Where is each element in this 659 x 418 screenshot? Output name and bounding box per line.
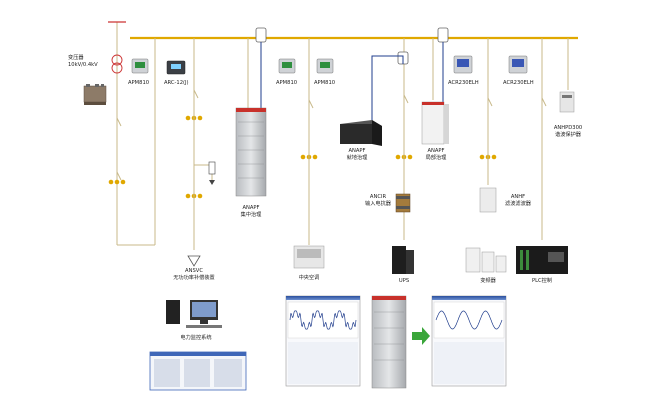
improvement-arrow: [412, 327, 430, 345]
ansvc-symbol: [187, 255, 201, 267]
ac-label: 中央空调: [298, 275, 320, 281]
incoming-breakers: [116, 117, 122, 181]
before-screen: [285, 295, 361, 387]
ct-markers: [108, 115, 497, 199]
apm810-c-label: APM810: [314, 80, 336, 86]
apm810-b-label: APM810: [276, 80, 298, 86]
transformer-symbol: [111, 54, 123, 74]
feeder-lines: [193, 38, 569, 250]
anhf-filter: [479, 187, 497, 213]
inverter-units: [465, 247, 507, 273]
ancir-model: ANCIR: [369, 194, 387, 200]
acr230elh-a-label: ACR230ELH: [448, 80, 479, 86]
signal-lines: [260, 42, 444, 122]
arc-12j-label: ARC-12(J): [164, 80, 189, 86]
monitoring-workstation: [166, 300, 222, 328]
anapf-cabinet-center: [371, 295, 407, 389]
monitoring-screenshot: [149, 351, 247, 391]
after-screen: [431, 295, 507, 387]
anapf-central-cabinet: [235, 107, 267, 197]
anapf-central-desc: 集中治理: [240, 212, 262, 218]
anapf-rack-model: ANAPF: [427, 148, 445, 154]
anhf-model: ANHF: [510, 194, 526, 200]
acr230elh-b-label: ACR230ELH: [503, 80, 534, 86]
anapf-rack-desc: 局部治理: [425, 155, 447, 161]
anapf-local-unit: [340, 120, 382, 146]
ancir-desc: 输入电抗器: [365, 201, 391, 207]
anapf-local-model: ANAPF: [348, 148, 366, 154]
anhpd300-desc: 谐波保护器: [555, 132, 581, 138]
ancir-reactor: [395, 193, 411, 213]
meter-acr230elh-b: [508, 55, 528, 74]
plc-unit: [516, 246, 568, 274]
ct-clamps: [255, 27, 449, 65]
transformer-label: 变压器: [68, 55, 84, 61]
apm810-a-label: APM810: [128, 80, 150, 86]
inverter-label: 变频器: [480, 278, 496, 284]
monitoring-label: 电力监控系统: [180, 335, 212, 341]
anapf-central-model: ANAPF: [242, 205, 260, 211]
ac-unit: [293, 245, 325, 269]
meter-apm810-b: [278, 58, 296, 74]
anapf-local-desc: 就地治理: [346, 155, 368, 161]
ansvc-model: ANSVC: [185, 268, 203, 274]
transformer-rating: 10kV/0.4kV: [68, 62, 98, 68]
meter-arc-12j: [166, 60, 186, 75]
ups-label: UPS: [398, 278, 410, 284]
plc-label: PLC控制: [531, 278, 553, 284]
meter-apm810-c: [316, 58, 334, 74]
transformer-image: [83, 84, 107, 105]
svc-fuse: [208, 161, 216, 185]
anapf-rack-unit: [421, 101, 449, 145]
ansvc-desc: 无功功率补偿装置: [173, 275, 215, 281]
anhpd300-device: [559, 91, 575, 113]
meter-apm810-a: [131, 58, 149, 74]
incoming-feeder: [108, 21, 156, 246]
anhf-desc: 滤波滤波器: [505, 201, 531, 207]
meter-acr230elh-a: [453, 55, 473, 74]
ups-unit: [392, 246, 414, 274]
anhpd300-model: ANHPD300: [553, 125, 583, 131]
feeder-breakers: [193, 89, 547, 109]
